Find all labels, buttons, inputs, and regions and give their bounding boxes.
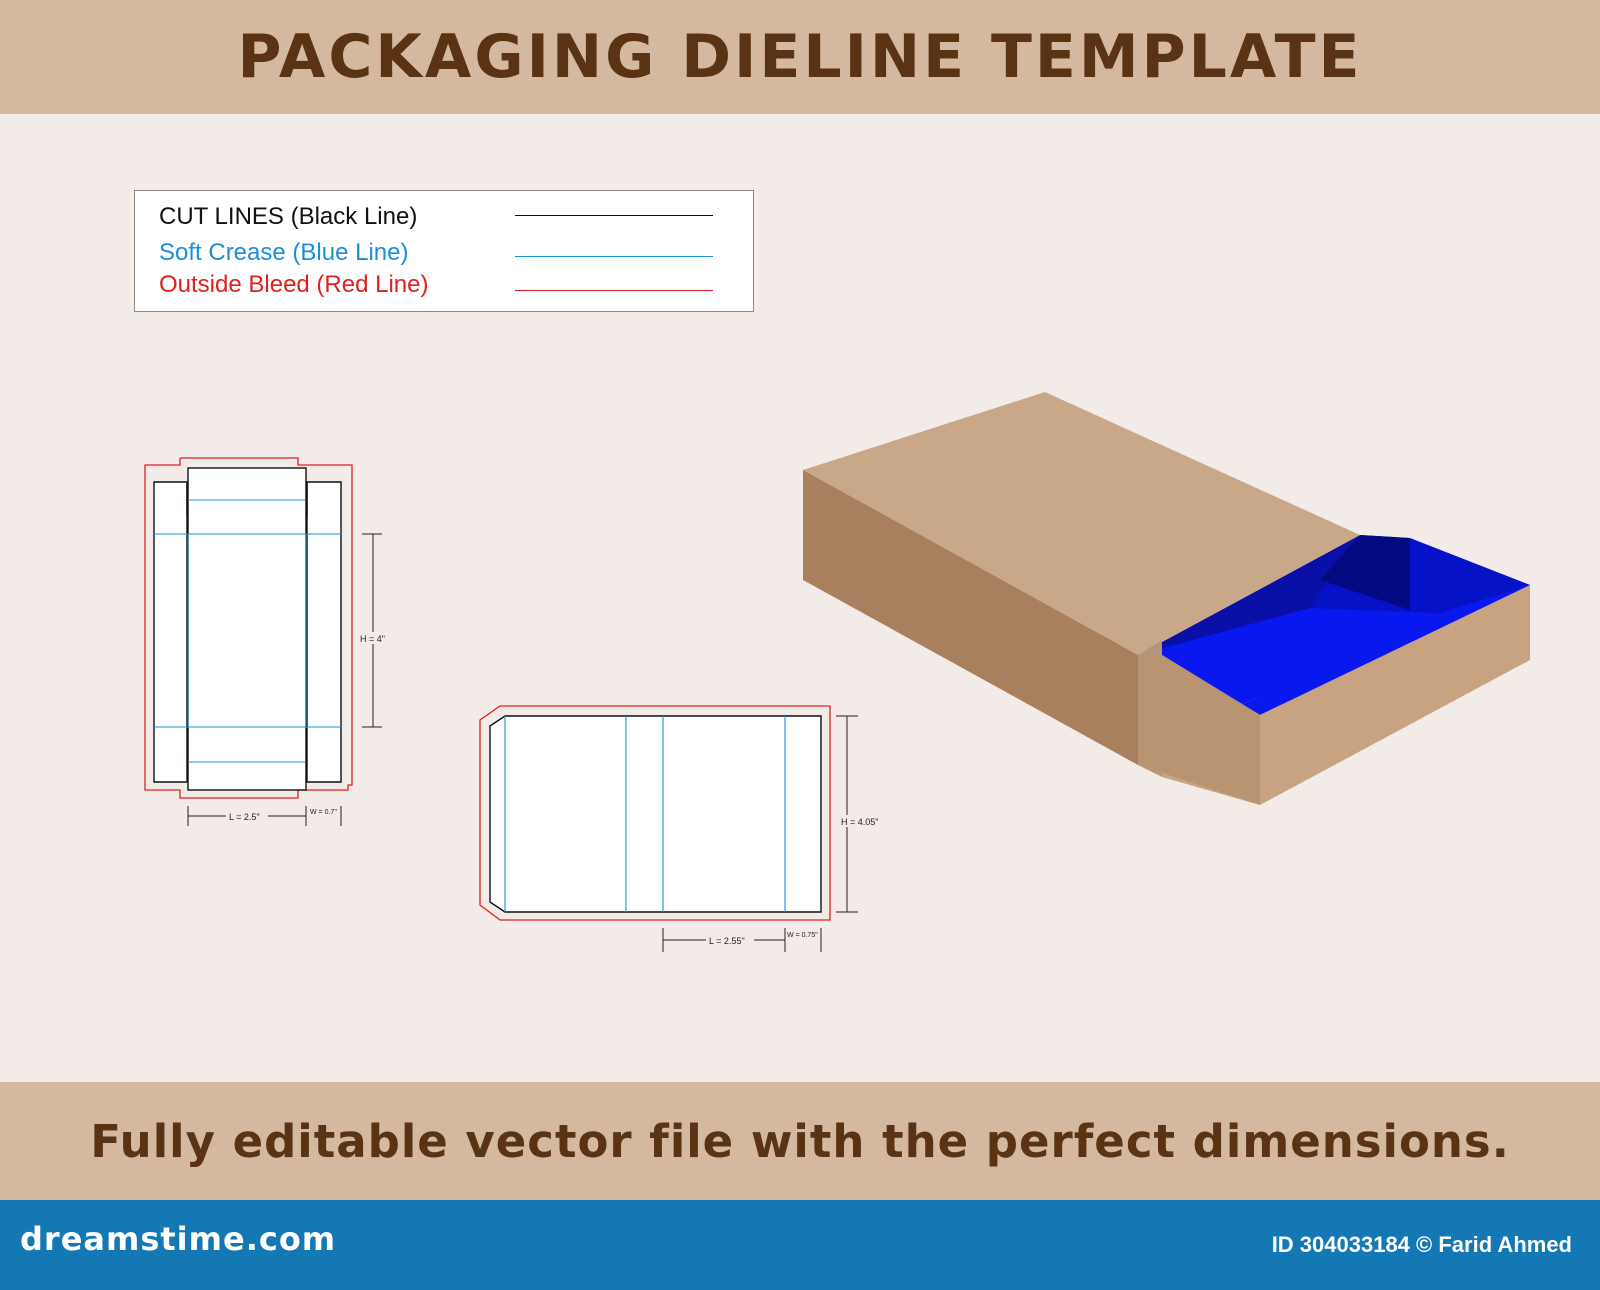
sleeve-left-face	[803, 470, 1138, 765]
tray-back-wall	[1320, 535, 1410, 610]
header-banner: PACKAGING DIELINE TEMPLATE	[0, 0, 1600, 114]
sleeve-top-face	[803, 392, 1360, 655]
sleeve-width-label: W = 0.75"	[787, 932, 818, 939]
tray-front-edge	[1138, 655, 1260, 805]
page-title: PACKAGING DIELINE TEMPLATE	[237, 22, 1363, 92]
legend-bleed-line	[515, 290, 713, 291]
tray-floor	[1138, 608, 1440, 712]
tagline-banner: Fully editable vector file with the perf…	[0, 1082, 1600, 1200]
tray-dieline: H = 4" L = 2.5" W = 0.7"	[144, 457, 390, 826]
tray-near-wall	[1225, 585, 1530, 715]
box-mockup	[803, 392, 1530, 805]
sleeve-cut-lines	[489, 715, 822, 913]
sleeve-dieline: H = 4.05" L = 2.55" W = 0.75"	[479, 705, 888, 952]
tray-crease-lines	[154, 499, 341, 763]
sleeve-height-label: H = 4.05"	[841, 817, 878, 827]
legend-crease-line	[515, 256, 713, 257]
tray-bleed-outline	[144, 457, 353, 799]
legend-cut-line	[515, 215, 713, 216]
tray-cut-lines	[153, 467, 342, 791]
tray-width-label: W = 0.7"	[310, 809, 337, 816]
tray-height-label: H = 4"	[360, 634, 385, 644]
site-logo[interactable]: dreamstime.com	[20, 1220, 337, 1258]
footer-bar: dreamstime.com ID 304033184 © Farid Ahme…	[0, 1200, 1600, 1290]
tagline-text: Fully editable vector file with the perf…	[90, 1114, 1510, 1168]
legend-crease-label: Soft Crease (Blue Line)	[159, 239, 409, 266]
sleeve-bleed-outline	[479, 705, 831, 921]
tray-length-label: L = 2.5"	[229, 812, 260, 822]
sleeve-length-label: L = 2.55"	[709, 936, 745, 946]
image-credit: ID 304033184 © Farid Ahmed	[1271, 1232, 1572, 1257]
legend-bleed-label: Outside Bleed (Red Line)	[159, 271, 429, 298]
line-legend: CUT LINES (Black Line) Soft Crease (Blue…	[134, 190, 754, 312]
sleeve-crease-lines	[504, 716, 786, 912]
legend-cut-label: CUT LINES (Black Line)	[159, 203, 418, 230]
